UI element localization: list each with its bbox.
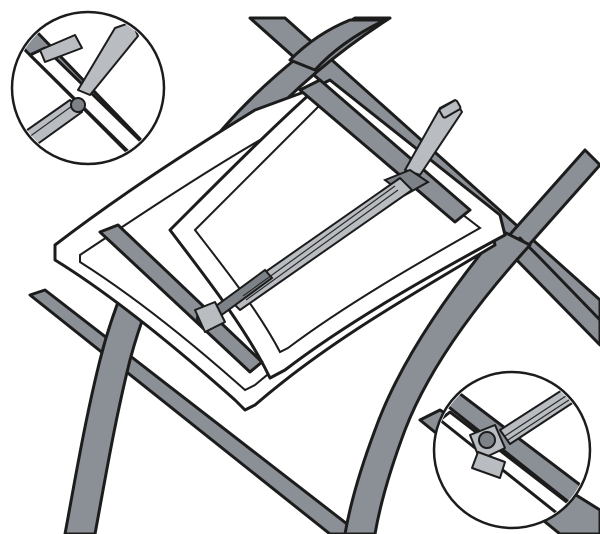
detail-top-mount-plate xyxy=(39,34,83,63)
bottom-mount-bracket xyxy=(194,301,226,333)
bottom-bracket-detail xyxy=(432,370,592,530)
detail-bottom-pivot xyxy=(478,431,496,449)
arch-top xyxy=(288,18,387,72)
spring-coil xyxy=(242,185,399,301)
glazing-bars xyxy=(98,78,472,374)
top-bracket-detail xyxy=(10,10,166,166)
top-hinge-plate xyxy=(438,99,462,119)
detail-top-pivot xyxy=(70,97,86,113)
vent-opener-arm xyxy=(194,99,463,333)
detail-bottom-base-plate xyxy=(471,451,506,479)
arch-right xyxy=(343,228,532,534)
gas-spring-cylinder-icon xyxy=(227,177,413,311)
